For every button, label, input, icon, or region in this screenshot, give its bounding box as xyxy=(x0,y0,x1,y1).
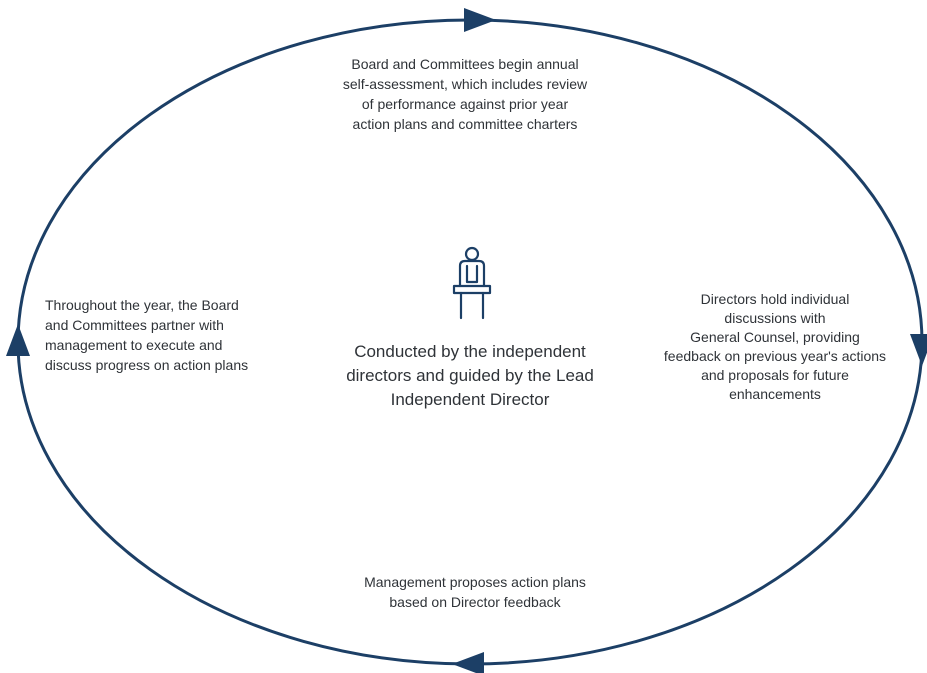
step-execute-and-discuss: Throughout the year, the Board and Commi… xyxy=(45,295,295,375)
arrowhead-bottom-icon xyxy=(452,652,484,673)
step-individual-discussions: Directors hold individual discussions wi… xyxy=(640,290,910,404)
step-line: based on Director feedback xyxy=(389,594,561,610)
step-line: and proposals for future xyxy=(701,367,849,383)
step-line: self-assessment, which includes review xyxy=(342,76,588,92)
arrowhead-left-icon xyxy=(6,324,30,356)
step-line: General Counsel, providing xyxy=(690,329,860,345)
person-at-lectern-icon xyxy=(452,246,492,320)
step-line: discussions with xyxy=(724,310,826,326)
step-line: Board and Committees begin annual xyxy=(351,56,579,72)
step-line: feedback on previous year's actions xyxy=(663,348,887,364)
step-line: discuss progress on action plans xyxy=(45,357,249,373)
step-line: Directors hold individual xyxy=(700,291,850,307)
center-line: Conducted by the independent xyxy=(354,342,586,361)
step-line: action plans and committee charters xyxy=(352,116,578,132)
step-self-assessment: Board and Committees begin annual self-a… xyxy=(300,54,630,134)
step-action-plans: Management proposes action plans based o… xyxy=(310,572,640,612)
center-line: Independent Director xyxy=(390,390,550,409)
step-line: and Committees partner with xyxy=(45,317,224,333)
step-line: Management proposes action plans xyxy=(364,574,586,590)
center-line: directors and guided by the Lead xyxy=(346,366,594,385)
step-line: of performance against prior year xyxy=(361,96,569,112)
center-description: Conducted by the independent directors a… xyxy=(330,340,610,412)
arrowhead-top-icon xyxy=(464,8,496,32)
step-line: management to execute and xyxy=(45,337,223,353)
step-line: Throughout the year, the Board xyxy=(45,297,239,313)
arrowhead-right-icon xyxy=(910,334,927,366)
step-line: enhancements xyxy=(729,386,821,402)
